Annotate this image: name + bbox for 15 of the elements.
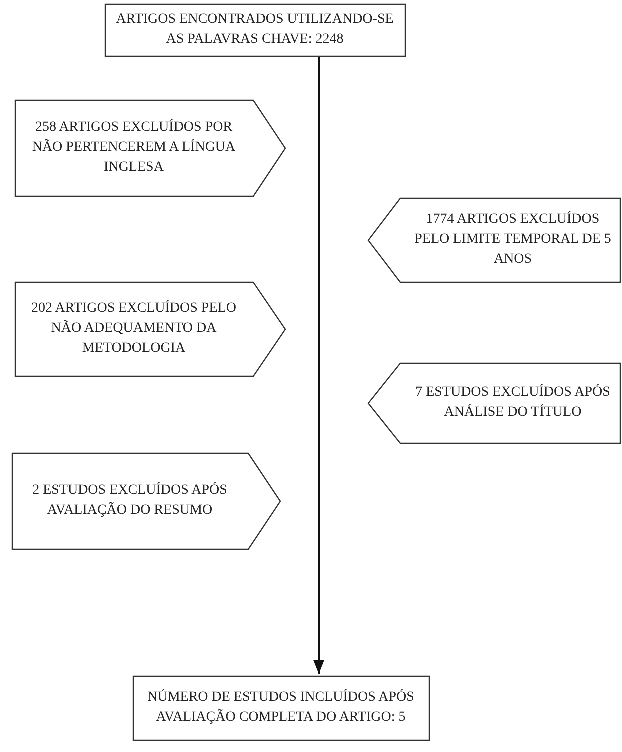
box-text: 1774 ARTIGOS EXCLUÍDOS PELO LIMITE TEMPORAL DE 5 ANOS: [414, 210, 612, 269]
box-text: 2 ESTUDOS EXCLUÍDOS APÓS AVALIAÇÃO DO RESUMO: [32, 481, 228, 520]
arrow: [313, 56, 325, 674]
box-text: 202 ARTIGOS EXCLUÍDOS PELO NÃO ADEQUAMENTO DA METODOLOGIA: [30, 299, 238, 358]
process-box: [105, 4, 405, 56]
box-text: 7 ESTUDOS EXCLUÍDOS APÓS ANÁLISE DO TÍTULO: [414, 383, 612, 422]
exclusion-pentagon: [12, 453, 280, 549]
box-text: NÚMERO DE ESTUDOS INCLUÍDOS APÓS AVALIAÇÃO COMPLETA DO ARTIGO: 5: [146, 688, 416, 727]
exclusion-pentagon: [368, 198, 620, 282]
box-text: 258 ARTIGOS EXCLUÍDOS POR NÃO PERTENCEREM A LÍNGUA INGLESA: [31, 118, 237, 177]
exclusion-pentagon: [15, 282, 285, 376]
process-box: [133, 676, 429, 740]
box-text: ARTIGOS ENCONTRADOS UTILIZANDO-SE AS PALAVRAS CHAVE: 2248: [115, 11, 395, 49]
exclusion-pentagon: [368, 363, 620, 443]
exclusion-pentagon: [15, 100, 285, 196]
